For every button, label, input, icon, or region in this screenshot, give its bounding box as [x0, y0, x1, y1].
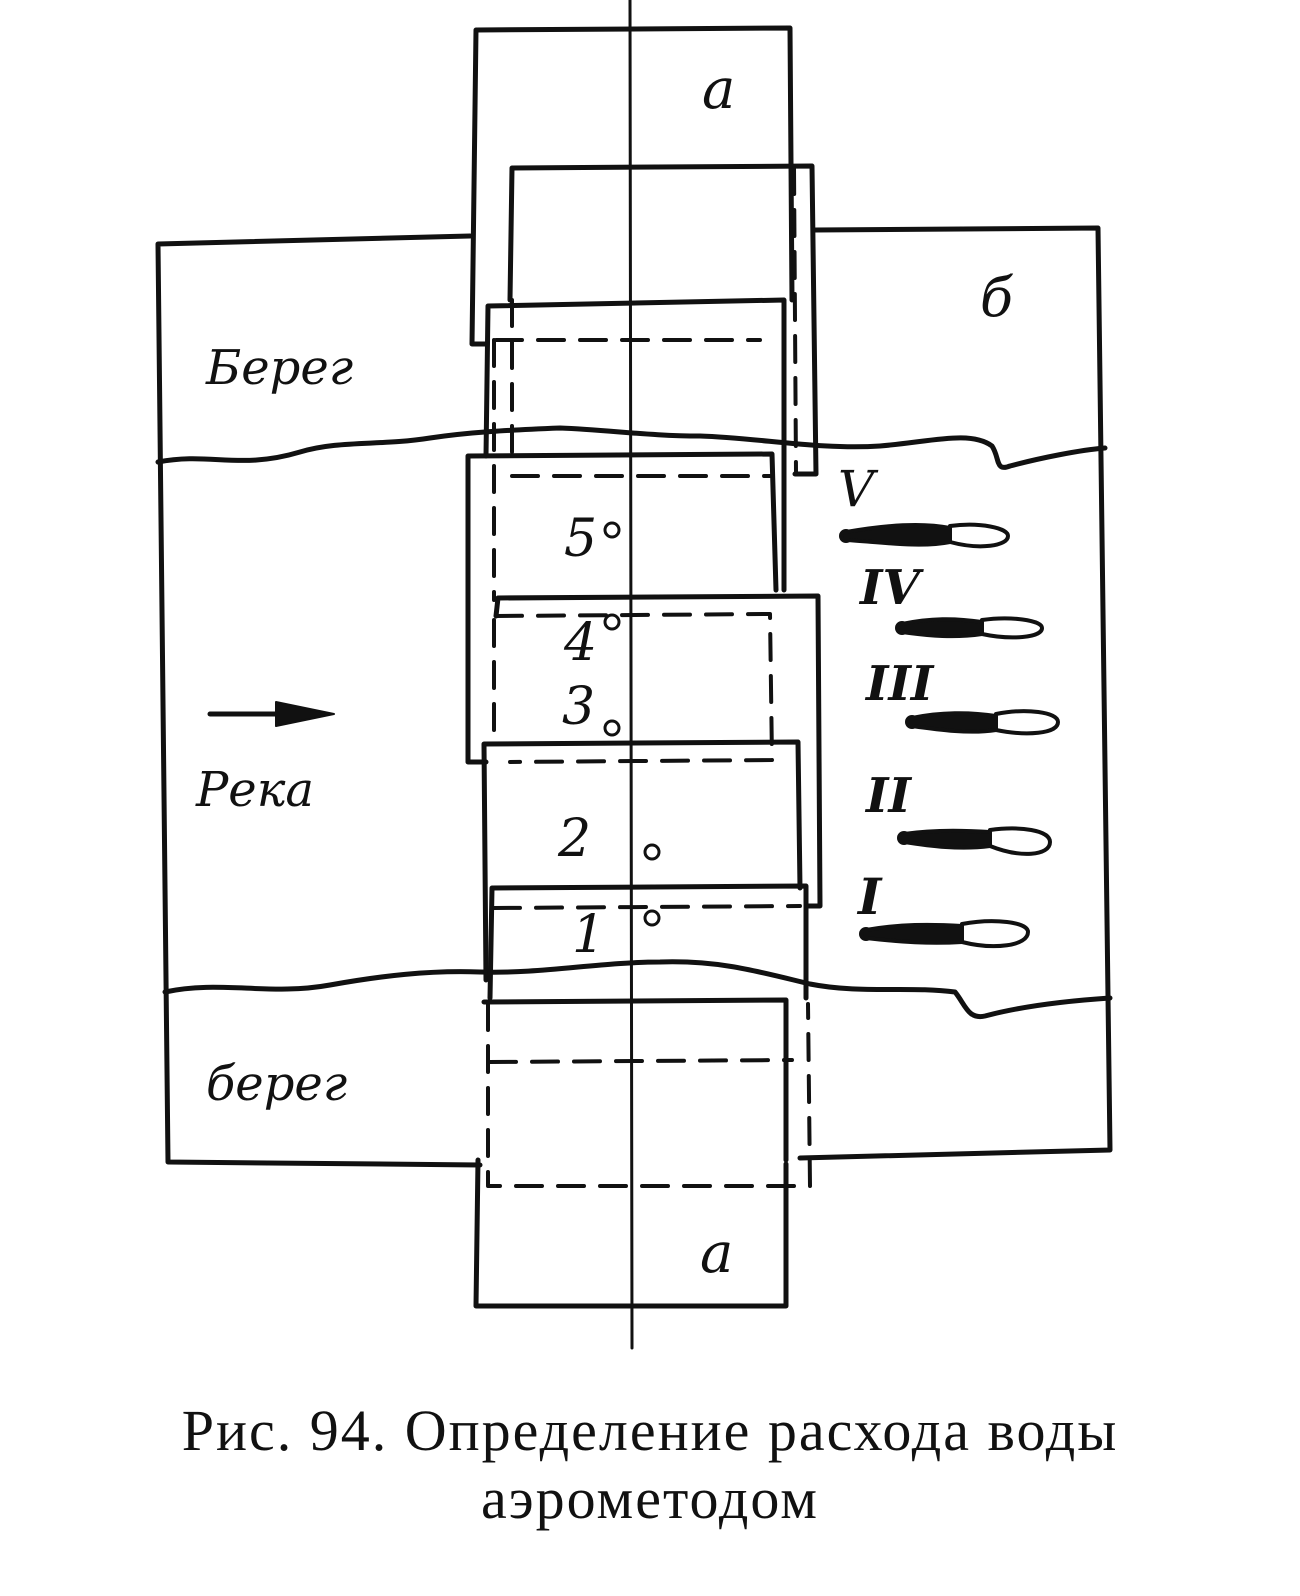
photo-frame-5-dashed [492, 612, 774, 764]
point-4-marker [603, 613, 621, 631]
photo-frame-6 [481, 739, 803, 983]
photo-frame-3 [483, 297, 787, 593]
riverbank-bottom-line [162, 959, 1113, 1020]
float-V-label: V [838, 460, 879, 518]
figure-caption-line-2: аэрометодом [481, 1466, 819, 1531]
point-2-marker [643, 843, 661, 861]
aerial-method-diagram: а а б Берег берег Река 5 4 3 2 1 V IV II… [155, 0, 1113, 1350]
photo-frame-a-top [469, 25, 795, 347]
float-II-label: II [864, 768, 912, 824]
float-I-label: I [856, 867, 883, 926]
float-trace-III [905, 709, 1060, 736]
flight-axis [628, 0, 634, 1350]
bank-top-label: Берег [205, 340, 353, 396]
point-4-label: 4 [563, 613, 597, 673]
float-trace-II [897, 826, 1052, 856]
photo-frame-8 [481, 997, 789, 1163]
float-trace-V [839, 522, 1010, 549]
photo-frame-7-dashed [492, 904, 802, 910]
riverbank-top-line [155, 425, 1108, 470]
float-IV-label: IV [858, 560, 924, 616]
point-5-marker [603, 521, 621, 539]
frame-a-bottom-label: а [700, 1221, 733, 1286]
photo-frame-a-bottom [473, 1157, 789, 1309]
map-label: б [980, 266, 1014, 329]
photo-frame-8-dashed [486, 1002, 812, 1188]
bank-bottom-label: берег [206, 1056, 347, 1112]
photo-frame-2-dashed [510, 166, 798, 474]
float-trace-IV [895, 616, 1044, 640]
float-III-label: III [864, 656, 935, 712]
point-5-label: 5 [564, 509, 597, 569]
photo-frame-7 [487, 883, 809, 1001]
map-frame [155, 225, 1113, 1168]
point-3-marker [603, 719, 621, 737]
point-1-marker [643, 909, 661, 927]
point-3-label: 3 [562, 677, 595, 737]
photo-frame-2 [507, 163, 819, 477]
float-trace-I [859, 919, 1030, 949]
point-1-label: 1 [572, 905, 605, 965]
figure-caption-line-1: Рис. 94. Определение расхода воды [181, 1398, 1119, 1463]
flow-arrow-head [275, 701, 335, 727]
point-2-label: 2 [557, 809, 591, 869]
photo-frame-3-dashed [492, 338, 762, 602]
photo-frame-5 [493, 593, 823, 909]
frame-a-top-label: а [702, 57, 735, 122]
photo-frame-4 [465, 451, 779, 765]
river-label: Река [195, 762, 314, 818]
